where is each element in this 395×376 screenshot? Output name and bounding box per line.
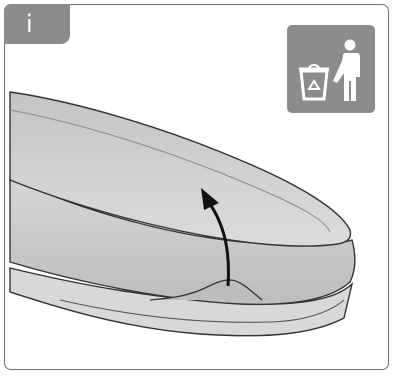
recycle-bin-disposal-icon bbox=[299, 39, 360, 101]
device-base bbox=[9, 267, 354, 337]
lift-arrow-head bbox=[201, 188, 219, 210]
info-tab-label: i bbox=[26, 10, 33, 38]
device-side bbox=[9, 176, 356, 306]
lift-arrow-icon bbox=[208, 203, 230, 287]
info-tab: i bbox=[4, 4, 70, 44]
base-edge bbox=[59, 299, 345, 323]
lift-notch bbox=[149, 279, 263, 301]
lid-inner-edge bbox=[9, 109, 331, 233]
disposal-badge bbox=[287, 25, 375, 113]
